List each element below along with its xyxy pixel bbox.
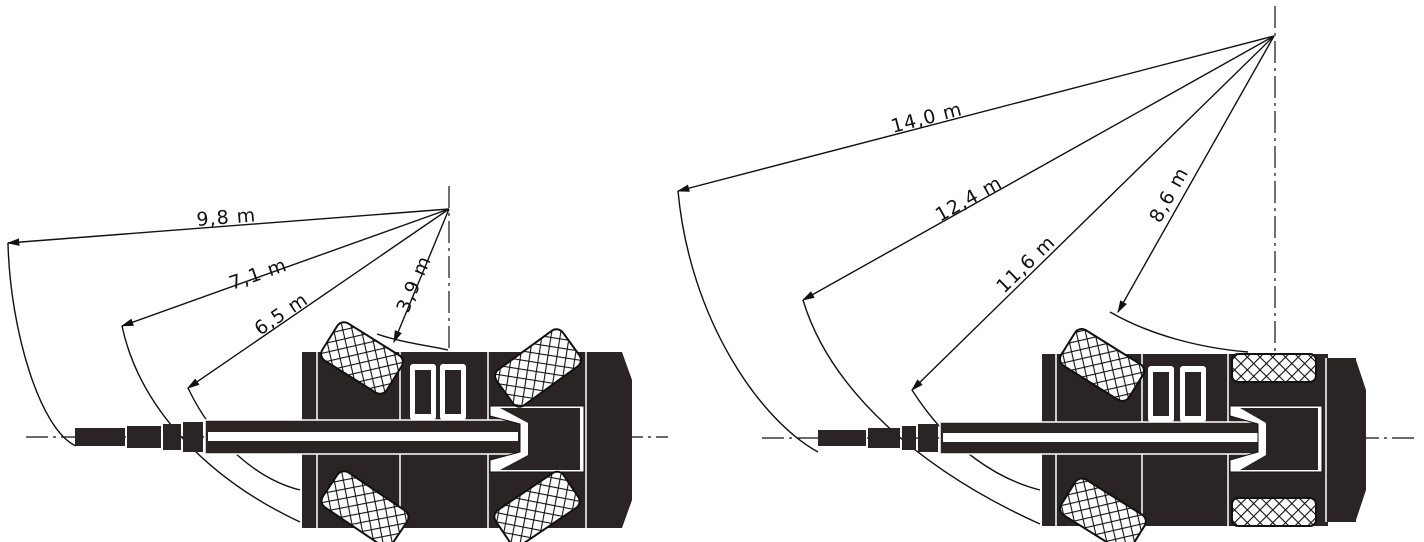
right-label-12-4: 12,4 m	[932, 172, 1006, 227]
left-radius-line-3-9	[393, 208, 450, 344]
right-arc-12-4	[802, 299, 1041, 525]
left-label-3-9: 3,9 m	[392, 252, 436, 316]
right-label-8-6: 8,6 m	[1145, 163, 1193, 226]
right-wheel-rear-top	[1231, 353, 1317, 383]
right-arc-11-6	[911, 389, 1041, 491]
right-wheel-front-bottom	[1059, 477, 1147, 542]
left-wheel-front-top	[320, 321, 404, 395]
left-arc-3-9	[376, 333, 449, 351]
right-label-11-6: 11,6 m	[992, 231, 1060, 297]
right-radius-line-11-6	[911, 35, 1275, 391]
right-radius-line-14-0	[676, 35, 1275, 192]
left-radius-line-9-8	[6, 208, 450, 246]
left-radius-line-6-5	[186, 208, 450, 389]
left-label-9-8: 9,8 m	[196, 204, 257, 231]
left-diagram: 9,8 m 7,1 m 6,5 m 3,9 m	[6, 186, 668, 542]
right-diagram: 14,0 m 12,4 m 11,6 m 8,6 m	[676, 6, 1414, 542]
left-radius-line-7-1	[120, 208, 450, 327]
left-arc-9-8	[7, 242, 77, 447]
right-label-14-0: 14,0 m	[889, 98, 965, 138]
left-label-6-5: 6,5 m	[250, 288, 312, 340]
right-arc-8-6	[1109, 311, 1249, 353]
right-radius-line-8-6	[1117, 35, 1275, 314]
right-loader	[818, 328, 1366, 542]
right-arc-14-0	[677, 190, 819, 453]
right-wheel-front-top	[1058, 328, 1146, 402]
right-radius-line-12-4	[801, 35, 1275, 301]
left-label-7-1: 7,1 m	[226, 254, 290, 295]
right-wheel-rear-bottom	[1231, 497, 1317, 527]
left-arc-6-5	[187, 387, 301, 491]
left-wheel-rear-top	[494, 328, 582, 408]
left-wheel-rear-bottom	[493, 470, 581, 542]
left-loader	[75, 321, 632, 542]
left-wheel-front-bottom	[320, 470, 410, 542]
